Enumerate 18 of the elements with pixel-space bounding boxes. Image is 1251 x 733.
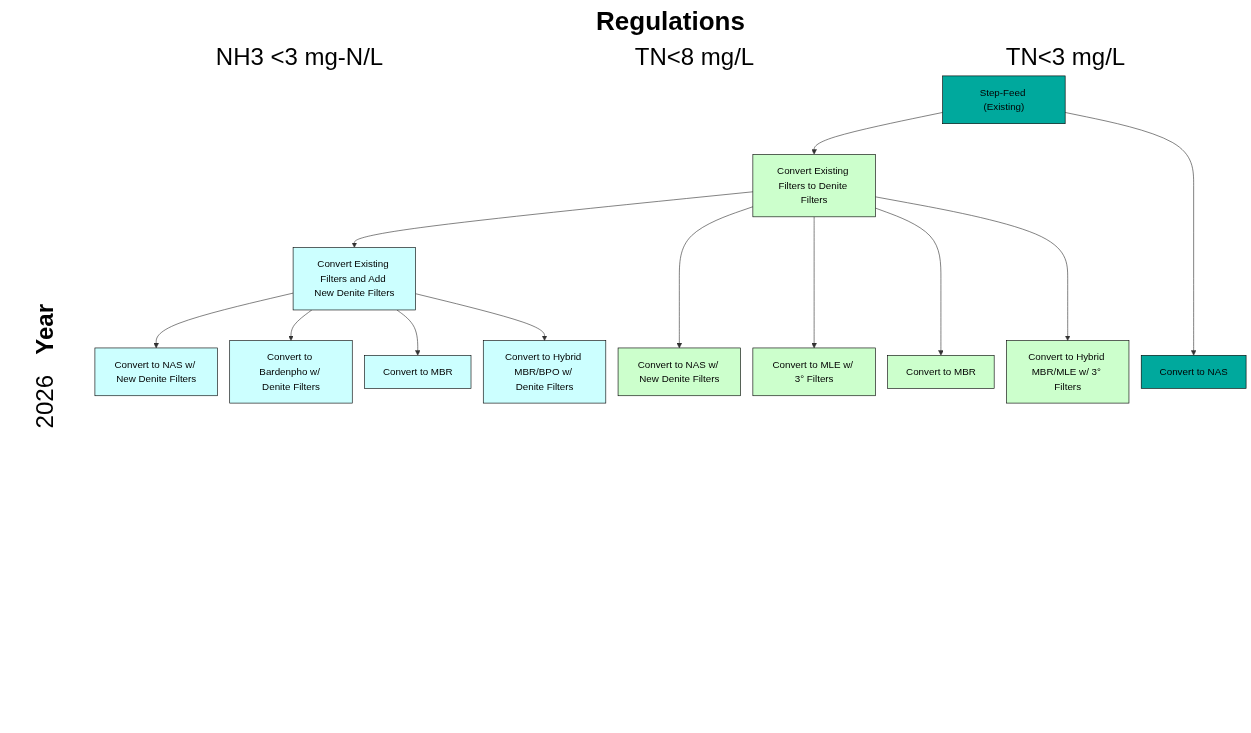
axis-title: Year <box>31 304 59 356</box>
node-box: Convert Existing Filters to Denite Filters <box>752 154 876 218</box>
node-box: Convert Existing Filters and Add New Denite Filters <box>292 247 416 311</box>
node-box: Convert to NAS w/ New Denite Filters <box>617 347 741 397</box>
node-box: Convert to NAS <box>1140 355 1247 389</box>
node-box: Step-Feed (Existing) <box>942 75 1066 124</box>
tick-label: 2026 <box>31 375 59 429</box>
node-box: Convert to MLE w/ 3° Filters <box>752 347 876 397</box>
node-box: Convert to Hybrid MBR/MLE w/ 3° Filters <box>1006 340 1130 404</box>
node-box: Convert to Hybrid MBR/BPO w/ Denite Filters <box>482 340 607 404</box>
node-box: Convert to Bardenpho w/ Denite Filters <box>229 340 353 404</box>
node-box: Convert to MBR <box>364 355 472 389</box>
node-box: Convert to NAS w/ New Denite Filters <box>94 347 218 397</box>
axis-title: Regulations <box>596 6 745 37</box>
node-box: Convert to MBR <box>887 355 995 389</box>
tick-label: NH3 <3 mg-N/L <box>215 43 384 71</box>
tick-label: TN<8 mg/L <box>634 43 755 71</box>
tick-label: TN<3 mg/L <box>1005 43 1126 71</box>
